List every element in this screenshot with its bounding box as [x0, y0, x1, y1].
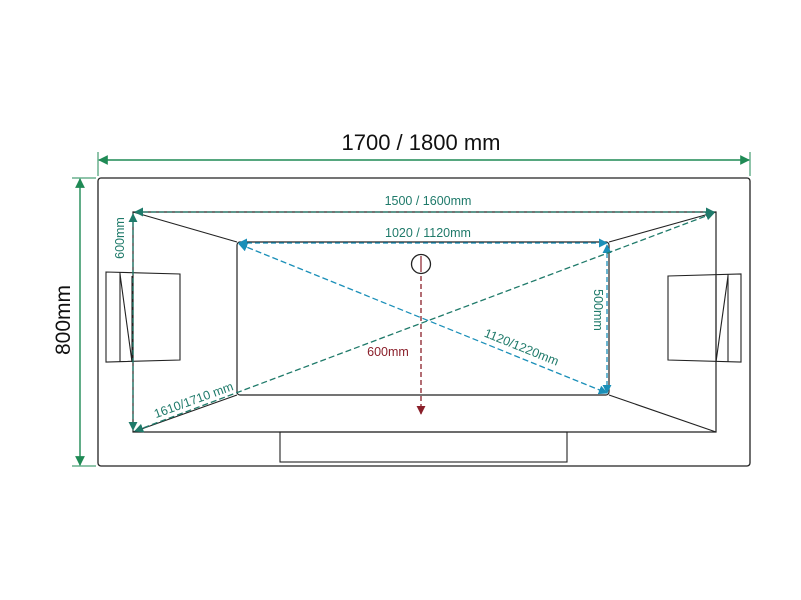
outer-width-label: 800mm [52, 285, 75, 355]
floor-length-label: 1020 / 1120mm [385, 226, 471, 240]
floor-width-label: 500mm [591, 289, 605, 331]
rim-length-label: 1500 / 1600mm [385, 194, 472, 208]
right-headrest [667, 273, 742, 363]
left-headrest [105, 271, 181, 363]
depth-label: 600mm [367, 345, 409, 359]
drain-icon [410, 253, 432, 275]
rim-width-label: 600mm [113, 217, 127, 259]
front-panel [279, 431, 568, 463]
outer-length-label: 1700 / 1800 mm [342, 130, 501, 155]
rim-diagonal-arrow [134, 211, 715, 433]
tub-outer-outline [97, 177, 751, 467]
